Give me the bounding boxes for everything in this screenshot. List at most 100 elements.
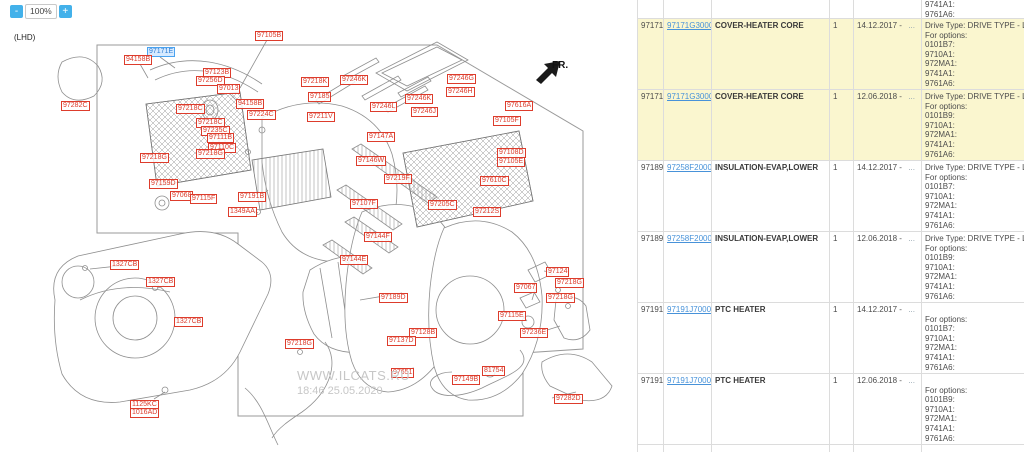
part-label-94158b[interactable]: 94158B <box>124 55 153 65</box>
part-label-97124[interactable]: 97124 <box>546 267 570 277</box>
part-label-1327cb[interactable]: 1327CB <box>110 260 140 270</box>
drive-type-note: (LHD) <box>14 33 36 42</box>
part-code-cell: 97171E <box>638 90 664 160</box>
date-from-value: 12.06.2018 - <box>857 376 902 385</box>
part-label-97067[interactable]: 97067 <box>514 283 538 293</box>
more-dates-button[interactable]: ... <box>908 376 915 385</box>
part-label-97218g[interactable]: 97218G <box>196 149 225 159</box>
part-label-97111b[interactable]: 97111B <box>207 133 235 143</box>
part-label-97246h[interactable]: 97246H <box>446 87 475 97</box>
part-label-97171e[interactable]: 97171E <box>147 47 176 57</box>
part-number-link[interactable]: 97258F2000 <box>667 234 712 243</box>
fr-direction-arrow <box>536 61 560 84</box>
part-label-97107f[interactable]: 97107F <box>350 199 378 209</box>
date-cell: 14.12.2017 -... <box>854 303 922 373</box>
part-label-97218k[interactable]: 97218K <box>301 77 330 87</box>
part-label-97185[interactable]: 97185 <box>308 92 332 102</box>
part-label-97246k[interactable]: 97246K <box>405 94 434 104</box>
part-label-97137d[interactable]: 97137D <box>387 336 416 346</box>
part-label-97246j[interactable]: 97246J <box>411 107 438 117</box>
zoom-out-button[interactable]: - <box>10 5 23 18</box>
part-label-97144f[interactable]: 97144F <box>364 232 392 242</box>
part-label-97147a[interactable]: 97147A <box>367 132 396 142</box>
part-label-97224c[interactable]: 97224C <box>247 110 276 120</box>
note-line: 0101B7: <box>925 40 955 50</box>
part-label-1327cb[interactable]: 1327CB <box>174 317 204 327</box>
part-label-1327cb[interactable]: 1327CB <box>146 277 176 287</box>
part-label-1016ad[interactable]: 1016AD <box>130 408 160 418</box>
part-number-cell <box>664 0 712 18</box>
part-label-97149b[interactable]: 97149B <box>452 375 481 385</box>
note-line: Drive Type: DRIVE TYPE - LHD <box>925 21 1024 30</box>
more-dates-button[interactable]: ... <box>908 305 915 314</box>
part-label-97218g[interactable]: 97218G <box>285 339 314 349</box>
part-label-97256d[interactable]: 97256D <box>196 76 225 86</box>
note-line: 972MA1: <box>925 343 958 353</box>
more-dates-button[interactable]: ... <box>908 21 915 30</box>
notes-cell: 9741A1:9761A6: <box>922 0 1024 18</box>
part-label-97105f[interactable]: 97105F <box>493 116 521 126</box>
part-label-97218c[interactable]: 97218C <box>176 104 205 114</box>
part-label-97191b[interactable]: 97191B <box>238 192 267 202</box>
part-label-97211v[interactable]: 97211V <box>307 112 335 122</box>
part-label-97651[interactable]: 97651 <box>391 368 415 378</box>
part-label-97218g[interactable]: 97218G <box>546 293 575 303</box>
part-label-97128b[interactable]: 97128B <box>409 328 438 338</box>
part-label-97205c[interactable]: 97205C <box>428 200 457 210</box>
part-label-97105e[interactable]: 97105E <box>497 157 526 167</box>
part-number-link[interactable]: 97258F2000 <box>667 163 712 172</box>
zoom-in-button[interactable]: + <box>58 5 72 18</box>
part-label-97146w[interactable]: 97146W <box>356 156 387 166</box>
part-number-link[interactable]: 97191J7000 <box>667 376 712 385</box>
part-label-97246g[interactable]: 97246G <box>447 74 476 84</box>
part-number-link[interactable]: 97171G3000 <box>667 92 712 101</box>
note-line: For options: <box>925 101 968 111</box>
note-line: 9761A6: <box>925 220 955 230</box>
note-line: 9741A1: <box>925 210 955 220</box>
part-label-97218g[interactable]: 97218G <box>140 153 169 163</box>
more-dates-button[interactable]: ... <box>908 163 915 172</box>
part-number-link[interactable]: 97191J7000 <box>667 305 712 314</box>
part-label-97282c[interactable]: 97282C <box>61 101 90 111</box>
note-line: 9741A1: <box>925 423 955 433</box>
more-dates-button[interactable]: ... <box>908 92 915 101</box>
note-line: 9761A6: <box>925 433 955 443</box>
part-label-97282d[interactable]: 97282D <box>554 394 583 404</box>
part-label-97219f[interactable]: 97219F <box>384 174 412 184</box>
part-label-97115f[interactable]: 97115F <box>190 194 218 204</box>
part-label-1349aa[interactable]: 1349AA <box>228 207 257 217</box>
part-label-97159d[interactable]: 97159D <box>149 179 178 189</box>
note-line: For options: <box>925 314 968 324</box>
note-line: 9741A1: <box>925 281 955 291</box>
part-label-97236e[interactable]: 97236E <box>520 328 549 338</box>
part-code-cell: 97189D <box>638 161 664 231</box>
part-label-97013[interactable]: 97013 <box>217 84 241 94</box>
part-number-cell: 97171G3000 <box>664 19 712 89</box>
part-label-97218g[interactable]: 97218G <box>555 278 584 288</box>
description-cell: PTC HEATER <box>712 303 830 373</box>
part-number-link[interactable]: 97171G3000 <box>667 21 712 30</box>
part-label-97212s[interactable]: 97212S <box>473 207 502 217</box>
parts-table-row: 97171E97171G3000COVER-HEATER CORE114.12.… <box>638 19 1024 90</box>
description-cell <box>712 0 830 18</box>
notes-cell: Drive Type: DRIVE TYPE - LHDFor options:… <box>922 161 1024 231</box>
part-label-81754[interactable]: 81754 <box>482 366 506 376</box>
note-line: 9710A1: <box>925 333 955 343</box>
part-label-97144e[interactable]: 97144E <box>340 255 369 265</box>
part-label-94158b[interactable]: 94158B <box>236 99 265 109</box>
part-label-97246k[interactable]: 97246K <box>340 75 369 85</box>
part-label-97115e[interactable]: 97115E <box>498 311 526 321</box>
more-dates-button[interactable]: ... <box>908 234 915 243</box>
part-label-97189d[interactable]: 97189D <box>379 293 408 303</box>
date-cell: 12.06.2018 -... <box>854 232 922 302</box>
part-label-97610c[interactable]: 97610C <box>480 176 509 186</box>
notes-cell: For options:0101B9:9710A1:972MA1:9741A1:… <box>922 374 1024 444</box>
part-label-97616a[interactable]: 97616A <box>505 101 534 111</box>
part-label-97105b[interactable]: 97105B <box>255 31 284 41</box>
notes-cell: Drive Type: DRIVE TYPE - LHDFor options:… <box>922 90 1024 160</box>
part-label-97246l[interactable]: 97246L <box>370 102 398 112</box>
date-from-value: 14.12.2017 - <box>857 163 902 172</box>
date-from-value: 14.12.2017 - <box>857 21 902 30</box>
note-line: 0101B9: <box>925 253 955 263</box>
